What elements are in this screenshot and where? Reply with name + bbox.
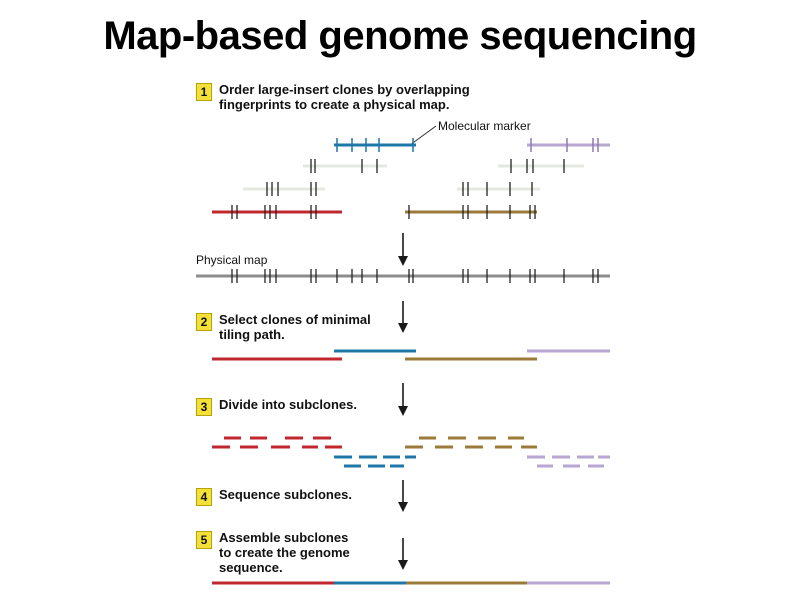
tiling-path — [212, 349, 610, 361]
step-2-text: Select clones of minimal tiling path. — [219, 312, 371, 342]
arrow-to-sequencing — [398, 480, 408, 512]
subclones — [212, 436, 610, 468]
step-4-badge: 4 — [196, 488, 212, 506]
subclones-red — [212, 436, 342, 449]
step-2-badge: 2 — [196, 313, 212, 331]
step-1-badge: 1 — [196, 83, 212, 101]
molecular-marker-label: Molecular marker — [438, 119, 531, 133]
step-5-badge: 5 — [196, 531, 212, 549]
physical-map-label: Physical map — [196, 253, 268, 267]
arrow-to-assembly — [398, 538, 408, 570]
step-5: 5 Assemble subclones to create the genom… — [196, 530, 350, 575]
clone-faint-2 — [498, 159, 584, 173]
step-3-text: Divide into subclones. — [219, 397, 357, 412]
step-3-badge: 3 — [196, 398, 212, 416]
arrow-to-tiling-path — [398, 301, 408, 333]
clone-faint-4 — [457, 182, 540, 196]
physical-map-line — [196, 269, 610, 283]
clone-brown — [405, 205, 537, 219]
page-title: Map-based genome sequencing — [103, 14, 697, 58]
step-2: 2 Select clones of minimal tiling path. — [196, 312, 371, 342]
subclones-blue — [334, 455, 416, 468]
step-1-text: Order large-insert clones by overlapping… — [219, 82, 470, 112]
clone-lavender-top — [527, 138, 610, 152]
step-4-text: Sequence subclones. — [219, 487, 352, 502]
step-5-text: Assemble subclones to create the genome … — [219, 530, 350, 575]
subclones-brown — [405, 436, 537, 449]
step-4: 4 Sequence subclones. — [196, 487, 352, 506]
clone-faint-3 — [243, 182, 325, 196]
marker-leader-line — [409, 125, 437, 146]
arrow-to-subclones — [398, 383, 408, 416]
arrow-to-physical-map — [398, 233, 408, 266]
clone-red — [212, 205, 342, 219]
clone-blue-top — [334, 138, 416, 152]
subclones-lavender — [527, 455, 610, 468]
step-3: 3 Divide into subclones. — [196, 397, 357, 416]
step-1: 1 Order large-insert clones by overlappi… — [196, 82, 470, 112]
clone-faint-1 — [303, 159, 387, 173]
